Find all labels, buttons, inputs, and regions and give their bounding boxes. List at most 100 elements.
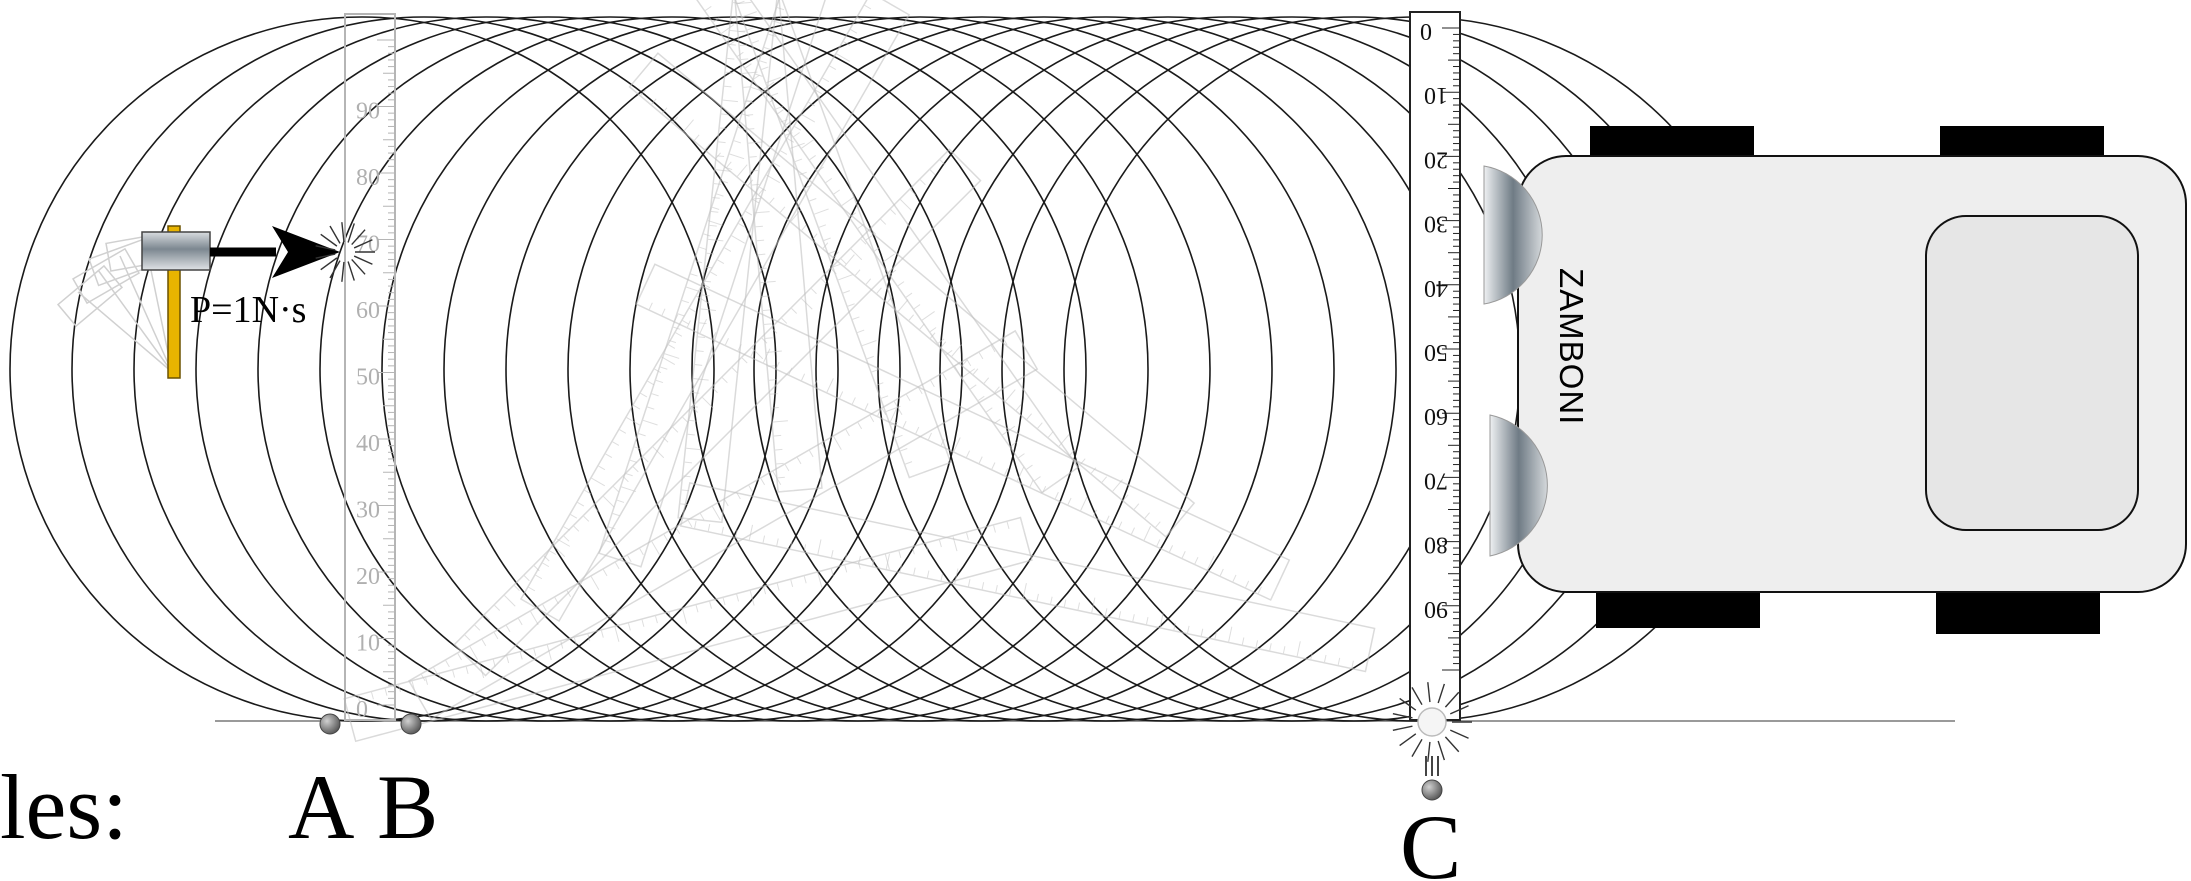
ball-c-motion-lines — [1425, 756, 1439, 776]
spark-ray — [1411, 738, 1423, 757]
ruler-label: 0 — [356, 697, 368, 723]
ghost-ruler — [679, 482, 1376, 673]
spark-ray — [320, 233, 338, 247]
spark-ray — [315, 245, 336, 251]
ball-c — [1421, 779, 1443, 801]
wavefront-arc — [567, 16, 1273, 722]
ghost-rulers — [343, 0, 1376, 743]
label-c: C — [1400, 796, 1461, 881]
hammer-ghosts — [56, 232, 173, 373]
wavefront-arc — [877, 16, 1583, 722]
spark-ray — [329, 260, 341, 279]
wavefront-arc — [691, 16, 1397, 722]
ruler-label: 0 — [1420, 20, 1432, 46]
spark-ray — [1392, 712, 1413, 719]
impulse-arrow — [210, 226, 340, 278]
ruler-label: 10 — [1424, 82, 1448, 108]
right-ruler: 0 10 20 30 40 50 60 70 80 90 — [1409, 11, 1461, 721]
ghost-ruler — [343, 516, 1033, 743]
impact-spark-left — [315, 222, 375, 282]
tire-top-left — [1590, 126, 1754, 158]
wavefront-arc — [505, 16, 1211, 722]
spark-ray — [1437, 740, 1446, 761]
ruler-label: 30 — [1424, 211, 1448, 237]
tire-bottom-left — [1596, 592, 1760, 628]
spark-ray — [347, 261, 355, 281]
left-ruler-ticks — [377, 39, 395, 706]
spark-ray — [315, 253, 336, 259]
label-a: A — [288, 756, 354, 858]
spark-ray — [341, 261, 345, 282]
spark-ray — [1427, 741, 1431, 762]
impulse-label: P=1N·s — [190, 289, 306, 331]
spark-ray — [353, 255, 373, 265]
wavefront-arcs — [9, 16, 1769, 722]
front-bumper-top — [1483, 165, 1543, 305]
ruler-label: 70 — [1424, 467, 1448, 493]
front-bumper-bottom — [1489, 414, 1548, 557]
hammer-head — [141, 231, 211, 271]
hammer — [56, 225, 211, 379]
ruler-label: 30 — [356, 498, 380, 524]
ruler-label: 60 — [356, 298, 380, 324]
vehicle-label: ZAMBONI — [1553, 268, 1590, 425]
ruler-label: 40 — [356, 431, 380, 457]
spark-ray — [1437, 683, 1446, 704]
wavefront-arc — [195, 16, 901, 722]
left-fragment-label: les: — [0, 756, 128, 858]
wavefront-arc — [133, 16, 839, 722]
spark-ray — [1449, 729, 1469, 739]
ruler-label: 10 — [356, 631, 380, 657]
ruler-label: 50 — [1424, 339, 1448, 365]
ball-c-source — [1417, 707, 1447, 737]
spark-ray — [1449, 705, 1469, 715]
spark-ray — [1427, 682, 1431, 703]
ruler-label: 90 — [356, 99, 380, 125]
spark-ray — [341, 222, 345, 243]
ball-b — [400, 713, 422, 735]
wavefront-arc — [753, 16, 1459, 722]
ghost-ruler — [519, 0, 911, 623]
right-ruler-labels: 0 10 20 30 40 50 60 70 80 90 — [1420, 20, 1448, 622]
tire-bottom-right — [1936, 592, 2100, 634]
wavefront-arc — [319, 16, 1025, 722]
spark-ray — [1399, 733, 1417, 747]
spark-ray — [1444, 691, 1460, 708]
wavefront-arc — [257, 16, 963, 722]
wavefront-arc — [443, 16, 1149, 722]
ghost-ruler — [635, 263, 1291, 601]
zamboni-vehicle: ZAMBONI — [1483, 126, 2187, 634]
wavefront-arc — [629, 16, 1335, 722]
vehicle-cab — [1925, 215, 2139, 531]
spark-ray — [353, 239, 373, 249]
spark-ray — [1392, 725, 1413, 732]
spark-ray — [1399, 697, 1417, 711]
ball-a — [319, 713, 341, 735]
ruler-label: 20 — [356, 564, 380, 590]
impact-spark-right — [1392, 682, 1472, 762]
spark-ray — [1411, 687, 1423, 706]
ruler-label: 50 — [356, 365, 380, 391]
spark-ray — [347, 223, 355, 243]
ghost-ruler — [453, 148, 982, 677]
ghost-ruler — [716, 0, 823, 493]
spark-ray — [320, 257, 338, 271]
ghost-ruler — [598, 0, 859, 568]
ghost-ruler — [628, 52, 1196, 538]
ruler-label: 80 — [356, 165, 380, 191]
ruler-label: 40 — [1424, 275, 1448, 301]
spark-ray — [351, 229, 366, 246]
ruler-label: 80 — [1424, 532, 1448, 558]
ghost-ruler — [668, 0, 952, 479]
spark-ray — [1444, 736, 1460, 753]
spark-ray — [329, 225, 341, 244]
ruler-label: 60 — [1424, 403, 1448, 429]
spark-ray — [351, 258, 366, 275]
label-b: B — [377, 756, 438, 858]
right-ruler-ticks — [1442, 27, 1460, 671]
ruler-label: 20 — [1424, 146, 1448, 172]
ruler-label: 90 — [1424, 596, 1448, 622]
